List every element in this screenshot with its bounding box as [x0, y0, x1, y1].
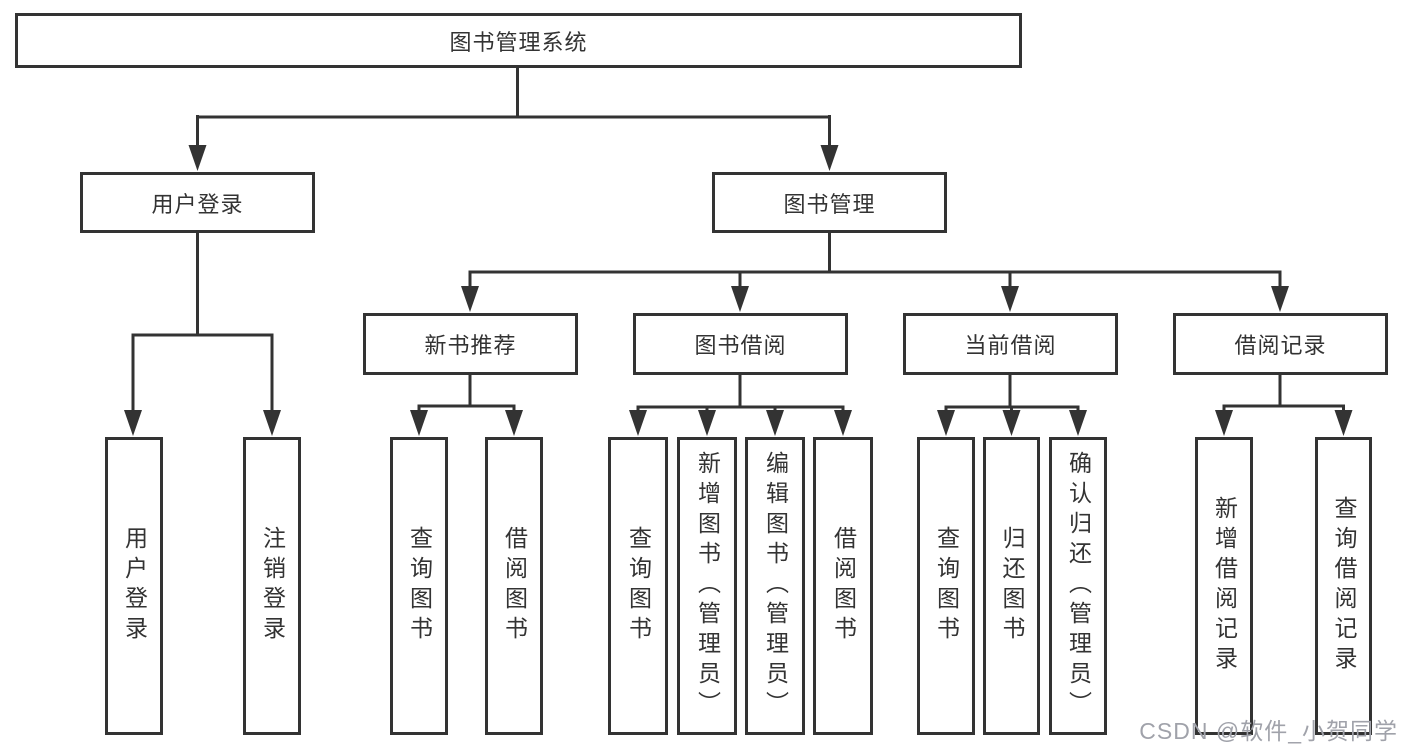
leaf-confirm-return-admin-label: 确认归还（管理员） [1065, 451, 1092, 721]
node-root: 图书管理系统 [15, 13, 1022, 68]
watermark: CSDN @软件_小贺同学 [1139, 718, 1398, 744]
leaf-return-book-label: 归还图书 [999, 526, 1025, 646]
leaf-add-borrow-record: 新增借阅记录 [1195, 437, 1253, 735]
leaf-edit-book-admin: 编辑图书（管理员） [745, 437, 805, 735]
leaf-borrow-books-recommend: 借阅图书 [485, 437, 543, 735]
leaf-user-login: 用户登录 [105, 437, 163, 735]
node-current-borrow-label: 当前借阅 [964, 333, 1057, 358]
node-root-label: 图书管理系统 [449, 29, 588, 55]
leaf-borrow-books-label: 借阅图书 [830, 526, 857, 646]
leaf-query-books-current: 查询图书 [917, 437, 975, 735]
node-new-book-recommend: 新书推荐 [363, 313, 578, 375]
leaf-query-books-current-label: 查询图书 [933, 526, 960, 646]
node-new-book-recommend-label: 新书推荐 [424, 333, 517, 358]
leaf-edit-book-admin-label: 编辑图书（管理员） [762, 451, 789, 721]
node-borrow-records: 借阅记录 [1173, 313, 1388, 375]
leaf-query-books-recommend: 查询图书 [390, 437, 448, 735]
leaf-confirm-return-admin: 确认归还（管理员） [1049, 437, 1107, 735]
node-borrow-records-label: 借阅记录 [1234, 333, 1327, 358]
node-book-borrow: 图书借阅 [633, 313, 848, 375]
leaf-query-borrow-record: 查询借阅记录 [1315, 437, 1372, 735]
leaf-add-book-admin: 新增图书（管理员） [677, 437, 737, 735]
leaf-add-book-admin-label: 新增图书（管理员） [694, 451, 721, 721]
leaf-query-borrow-record-label: 查询借阅记录 [1331, 496, 1357, 676]
leaf-query-books-borrow-label: 查询图书 [625, 526, 652, 646]
leaf-user-login-label: 用户登录 [121, 526, 148, 646]
leaf-return-book: 归还图书 [983, 437, 1040, 735]
leaf-query-books-borrow: 查询图书 [608, 437, 668, 735]
node-user-login-label: 用户登录 [151, 191, 244, 217]
node-book-management-label: 图书管理 [783, 191, 876, 217]
leaf-borrow-books-recommend-label: 借阅图书 [501, 526, 528, 646]
leaf-query-books-recommend-label: 查询图书 [406, 526, 433, 646]
node-book-management: 图书管理 [712, 172, 947, 233]
leaf-add-borrow-record-label: 新增借阅记录 [1211, 496, 1238, 676]
node-book-borrow-label: 图书借阅 [694, 333, 787, 358]
node-user-login: 用户登录 [80, 172, 315, 233]
leaf-borrow-books: 借阅图书 [813, 437, 873, 735]
node-current-borrow: 当前借阅 [903, 313, 1118, 375]
leaf-logout-label: 注销登录 [259, 526, 286, 646]
leaf-logout: 注销登录 [243, 437, 301, 735]
